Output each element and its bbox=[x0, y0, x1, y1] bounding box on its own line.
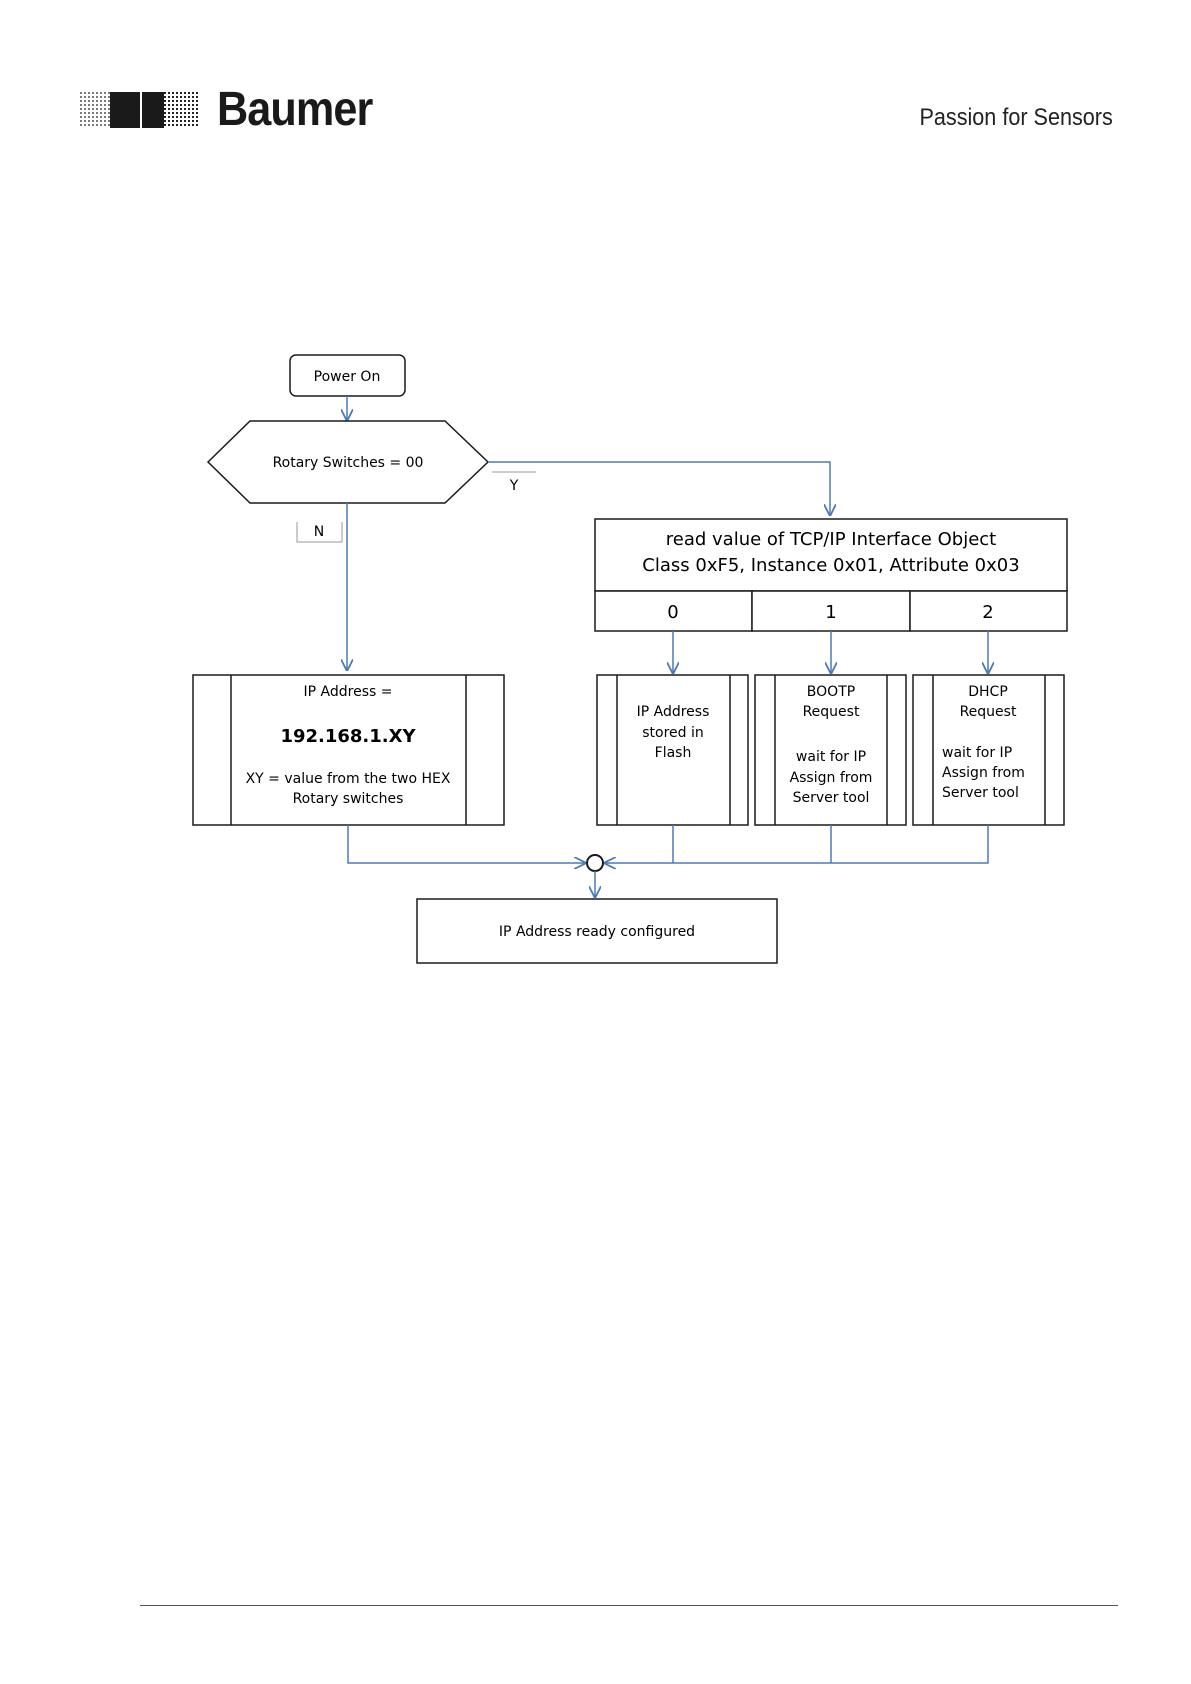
baumer-logo-icon bbox=[80, 92, 200, 128]
flash-line-1: IP Address bbox=[637, 704, 710, 720]
ip-address-value: 192.168.1.XY bbox=[280, 726, 416, 747]
option-0: 0 bbox=[667, 602, 678, 623]
read-line-1: read value of TCP/IP Interface Object bbox=[666, 529, 996, 550]
connector-right-merge bbox=[605, 825, 989, 863]
end-label: IP Address ready configured bbox=[499, 924, 695, 940]
option-1: 1 bbox=[825, 602, 836, 623]
dhcp-line-5: Server tool bbox=[942, 785, 1019, 801]
bootp-line-4: Assign from bbox=[790, 770, 873, 786]
dhcp-node: DHCP Request wait for IP Assign from Ser… bbox=[912, 674, 1065, 826]
dhcp-line-3: wait for IP bbox=[942, 745, 1012, 761]
no-label-box: N bbox=[296, 522, 343, 543]
brand-name: Baumer bbox=[217, 83, 373, 136]
flash-node: IP Address stored in Flash bbox=[596, 674, 749, 826]
bootp-line-3: wait for IP bbox=[796, 749, 866, 765]
dhcp-line-2: Request bbox=[960, 704, 1017, 720]
footer-divider bbox=[140, 1605, 1118, 1606]
ip-desc-1: XY = value from the two HEX bbox=[246, 771, 451, 787]
flash-line-2: stored in bbox=[642, 725, 704, 741]
bootp-line-1: BOOTP bbox=[807, 684, 855, 700]
dhcp-line-4: Assign from bbox=[942, 765, 1025, 781]
yes-label-box: Y bbox=[492, 471, 536, 494]
decision-node: Rotary Switches = 00 bbox=[206, 420, 490, 504]
bootp-line-2: Request bbox=[803, 704, 860, 720]
ip-title: IP Address = bbox=[304, 684, 393, 700]
ip-address-node: IP Address = 192.168.1.XY XY = value fro… bbox=[192, 674, 505, 826]
bootp-node: BOOTP Request wait for IP Assign from Se… bbox=[754, 674, 907, 826]
read-value-node: read value of TCP/IP Interface Object Cl… bbox=[594, 518, 1068, 632]
option-2: 2 bbox=[982, 602, 993, 623]
branch-yes-label: Y bbox=[509, 478, 519, 494]
branch-no-label: N bbox=[314, 524, 324, 540]
bootp-line-5: Server tool bbox=[793, 790, 870, 806]
tagline: Passion for Sensors bbox=[919, 104, 1113, 131]
start-node: Power On bbox=[289, 354, 406, 397]
ip-desc-2: Rotary switches bbox=[293, 791, 404, 807]
start-label: Power On bbox=[314, 369, 381, 385]
connector-ip-merge bbox=[347, 825, 585, 863]
decision-label: Rotary Switches = 00 bbox=[273, 455, 424, 471]
read-line-2: Class 0xF5, Instance 0x01, Attribute 0x0… bbox=[642, 555, 1019, 576]
dhcp-line-1: DHCP bbox=[968, 684, 1008, 700]
connector-yes-branch bbox=[488, 461, 830, 515]
end-node: IP Address ready configured bbox=[416, 898, 778, 964]
merge-junction-icon bbox=[586, 854, 604, 872]
flash-line-3: Flash bbox=[655, 745, 692, 761]
